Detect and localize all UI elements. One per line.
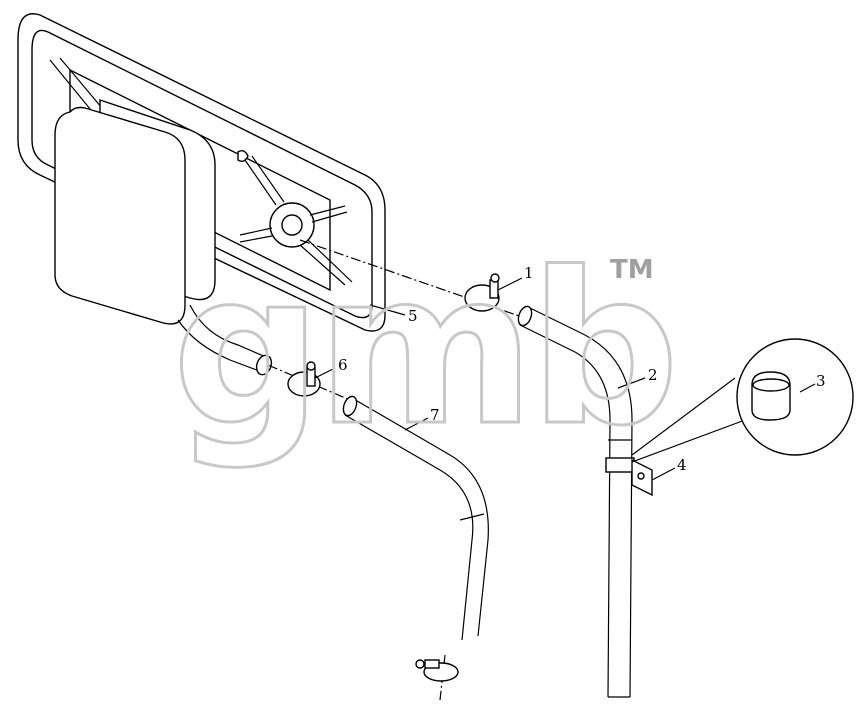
pipe-2 xyxy=(517,305,633,698)
callout-5: 5 xyxy=(408,307,418,325)
mirror-head xyxy=(54,99,216,325)
callout-1: 1 xyxy=(524,264,534,282)
callout-3: 3 xyxy=(816,372,826,390)
leader-lines xyxy=(314,277,816,481)
hose-clamp-6 xyxy=(287,361,321,397)
trademark-symbol: TM xyxy=(610,255,654,285)
callout-7: 7 xyxy=(430,406,440,424)
callout-4: 4 xyxy=(677,456,687,474)
head-pipe xyxy=(177,304,273,376)
pipe-clamp-4 xyxy=(605,457,653,497)
mirror-bracket xyxy=(237,149,353,286)
clamp-detail-3 xyxy=(631,338,854,463)
callout-6: 6 xyxy=(338,356,348,374)
pipe-7 xyxy=(342,395,489,641)
watermark-logo: gmb xyxy=(172,227,673,472)
hose-clamp-1 xyxy=(464,273,500,312)
callout-2: 2 xyxy=(648,366,658,384)
hose-clamp-bottom xyxy=(415,659,459,682)
